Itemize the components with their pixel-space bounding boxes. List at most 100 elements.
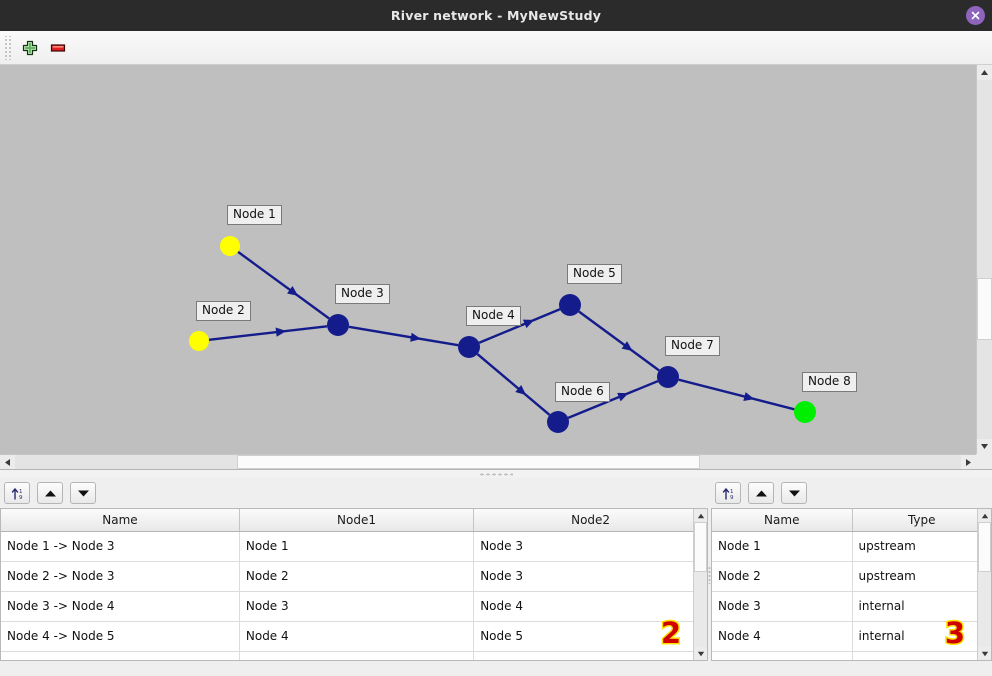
table-cell[interactable]: Node 5 <box>473 621 707 652</box>
graph-node-node-2[interactable] <box>189 331 209 351</box>
table-cell[interactable]: internal <box>852 621 991 652</box>
table-cell[interactable]: Node 4 <box>712 621 853 652</box>
table-row[interactable] <box>1 651 707 660</box>
column-header-node2[interactable]: Node2 <box>473 509 707 532</box>
add-node-button[interactable] <box>16 35 44 61</box>
table-cell[interactable]: Node 3 <box>473 561 707 592</box>
reaches-move-up-button[interactable] <box>37 482 63 504</box>
table-cell[interactable] <box>1 651 240 660</box>
graph-edge[interactable] <box>578 310 660 372</box>
remove-node-button[interactable] <box>44 35 72 61</box>
nodes-move-up-button[interactable] <box>748 482 774 504</box>
graph-edge[interactable] <box>567 380 659 419</box>
nodes-vertical-scrollbar[interactable] <box>977 509 991 660</box>
column-header-name[interactable]: Name <box>1 509 240 532</box>
table-cell[interactable]: Node 4 <box>239 621 475 652</box>
graph-node-node-7[interactable] <box>657 366 679 388</box>
column-header-node1[interactable]: Node1 <box>239 509 475 532</box>
table-cell[interactable]: Node 1 <box>712 531 853 562</box>
reaches-move-down-button[interactable] <box>70 482 96 504</box>
graph-node-node-5[interactable] <box>559 294 581 316</box>
graph-edge[interactable] <box>478 308 561 344</box>
column-header-type[interactable]: Type <box>852 509 991 532</box>
table-cell[interactable] <box>712 651 853 660</box>
window-title: River network - MyNewStudy <box>390 8 602 23</box>
table-row[interactable] <box>712 651 991 660</box>
table-cell[interactable] <box>473 651 707 660</box>
graph-node-label-node-3[interactable]: Node 3 <box>335 284 390 304</box>
nodes-move-down-button[interactable] <box>781 482 807 504</box>
scroll-right-button[interactable] <box>961 455 976 470</box>
graph-node-node-8[interactable] <box>794 401 816 423</box>
table-cell[interactable]: Node 2 <box>712 561 853 592</box>
reaches-sort-button[interactable]: 1 9 <box>4 482 30 504</box>
table-cell[interactable]: Node 3 -> Node 4 <box>1 591 240 622</box>
table-cell[interactable]: internal <box>852 591 991 622</box>
canvas-vertical-scrollbar[interactable] <box>976 65 992 454</box>
scroll-left-button[interactable] <box>0 455 15 470</box>
vertical-splitter[interactable] <box>708 478 711 676</box>
graph-node-node-6[interactable] <box>547 411 569 433</box>
graph-node-label-node-6[interactable]: Node 6 <box>555 382 610 402</box>
table-cell[interactable]: Node 1 -> Node 3 <box>1 531 240 562</box>
graph-node-label-node-4[interactable]: Node 4 <box>466 306 521 326</box>
reaches-vertical-scrollbar[interactable] <box>693 509 707 660</box>
reaches-vscroll-thumb[interactable] <box>694 522 707 572</box>
table-cell[interactable]: Node 2 <box>239 561 475 592</box>
scroll-up-button[interactable] <box>977 65 992 80</box>
table-cell[interactable]: Node 2 -> Node 3 <box>1 561 240 592</box>
graph-edge[interactable] <box>348 325 459 347</box>
nodes-scroll-up-button[interactable] <box>978 509 991 522</box>
nodes-scroll-down-button[interactable] <box>978 647 991 660</box>
graph-node-label-node-8[interactable]: Node 8 <box>802 372 857 392</box>
nodes-sort-button[interactable]: 1 9 <box>715 482 741 504</box>
close-window-button[interactable] <box>966 6 985 25</box>
table-cell[interactable]: upstream <box>852 531 991 562</box>
graph-edge[interactable] <box>237 250 330 320</box>
graph-edge[interactable] <box>678 378 795 411</box>
graph-node-label-node-1[interactable]: Node 1 <box>227 205 282 225</box>
table-cell[interactable]: Node 3 <box>473 531 707 562</box>
graph-node-label-node-2[interactable]: Node 2 <box>196 301 251 321</box>
nodes-vscroll-thumb[interactable] <box>978 522 991 572</box>
table-cell[interactable]: upstream <box>852 561 991 592</box>
graph-edge[interactable] <box>208 325 328 342</box>
canvas-horizontal-scrollbar[interactable] <box>0 454 976 470</box>
graph-node-node-1[interactable] <box>220 236 240 256</box>
table-cell[interactable] <box>239 651 475 660</box>
network-canvas[interactable]: Node 1 Node 2 Node 3 Node 4 Node 5 Node 6 Node… <box>0 65 992 469</box>
table-cell[interactable]: Node 4 <box>473 591 707 622</box>
graph-node-node-3[interactable] <box>327 314 349 336</box>
canvas-vscroll-thumb[interactable] <box>977 278 992 340</box>
table-cell[interactable]: Node 4 -> Node 5 <box>1 621 240 652</box>
table-cell[interactable]: Node 3 <box>239 591 475 622</box>
graph-edge[interactable] <box>476 353 551 416</box>
table-cell[interactable]: Node 1 <box>239 531 475 562</box>
graph-node-node-4[interactable] <box>458 336 480 358</box>
toolbar-drag-handle[interactable] <box>3 35 12 60</box>
table-cell[interactable] <box>852 651 991 660</box>
reaches-scroll-up-button[interactable] <box>694 509 707 522</box>
reaches-scroll-down-button[interactable] <box>694 647 707 660</box>
column-header-name[interactable]: Name <box>712 509 853 532</box>
scroll-down-button[interactable] <box>977 439 992 454</box>
graph-node-label-node-7[interactable]: Node 7 <box>665 336 720 356</box>
table-cell[interactable]: Node 3 <box>712 591 853 622</box>
horizontal-splitter[interactable] <box>0 469 992 478</box>
graph-node-label-node-5[interactable]: Node 5 <box>567 264 622 284</box>
canvas-hscroll-thumb[interactable] <box>237 455 700 469</box>
